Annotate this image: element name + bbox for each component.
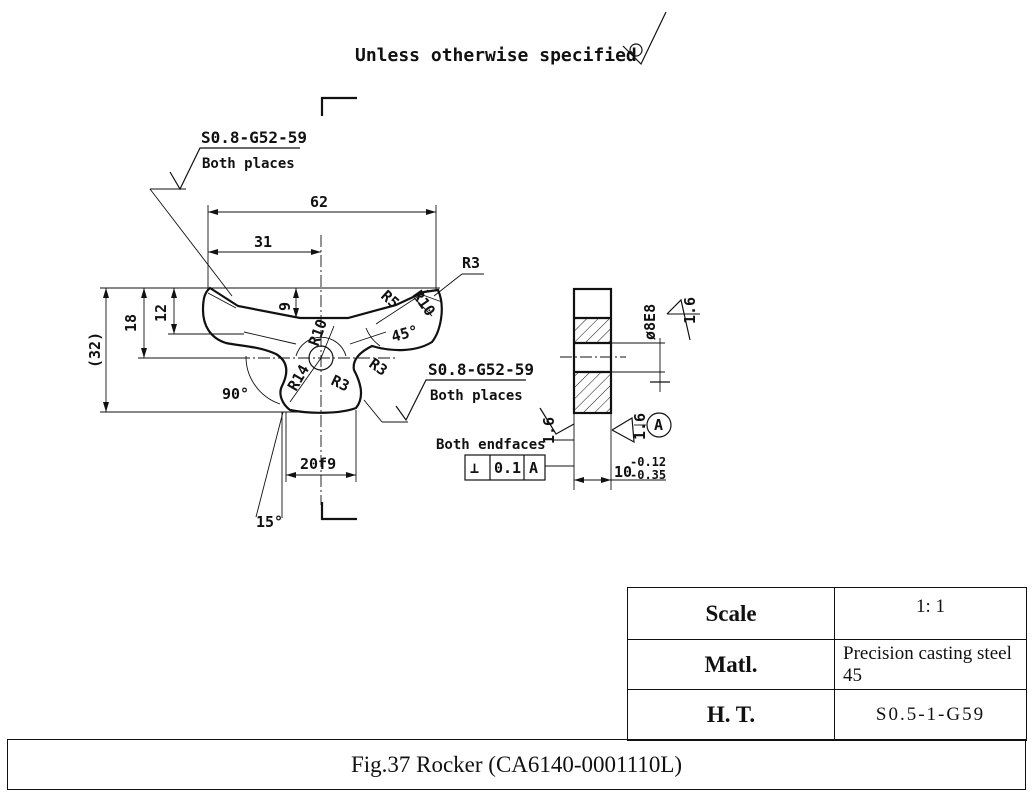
- fcf-symbol: ⊥: [470, 459, 479, 477]
- spec-callout-1-sub: Both places: [202, 156, 295, 172]
- dim-9: 9: [276, 302, 294, 311]
- dim-31: 31: [254, 233, 272, 251]
- dim-r3-top: R3: [462, 254, 480, 272]
- feature-control-frame: ⊥ 0.1 A: [464, 454, 546, 481]
- dim-32-ref: (32): [86, 332, 104, 368]
- dim-r10-right: R10: [409, 287, 439, 320]
- side-view: [560, 287, 626, 415]
- material-value: Precision casting steel 45: [834, 639, 1027, 690]
- dim-angle-45: 45°: [389, 321, 420, 345]
- dim-20f9: 20f9: [300, 455, 336, 473]
- scale-value: 1: 1: [834, 587, 1027, 640]
- heat-treatment-label: H. T.: [627, 689, 835, 741]
- spec-callout-2-sub: Both places: [430, 388, 523, 404]
- dim-thickness-upper: -0.12: [630, 455, 666, 469]
- dim-18: 18: [122, 314, 140, 332]
- figure-caption: Fig.37 Rocker (CA6140-0001110L): [7, 739, 1026, 790]
- datum-a-circle: [646, 412, 672, 438]
- datum-a: A: [654, 416, 663, 434]
- roughness-1-6-top: 1.6: [681, 297, 699, 324]
- dim-62: 62: [310, 193, 328, 211]
- scale-label: Scale: [627, 587, 835, 640]
- dim-angle-90: 90°: [222, 385, 249, 403]
- fcf-datum: A: [529, 459, 538, 477]
- rocker-outline: [201, 286, 443, 414]
- material-label: Matl.: [627, 639, 835, 690]
- general-roughness-symbol: [622, 11, 667, 66]
- roughness-1-6-left: 1.6: [540, 417, 558, 444]
- section-marker-bottom: [320, 502, 357, 521]
- roughness-1-6-right: 1.6: [631, 413, 649, 440]
- dim-r14: R14: [284, 362, 313, 394]
- dim-r3-a: R3: [328, 371, 352, 395]
- general-note: Unless otherwise specified: [355, 45, 637, 66]
- fcf-tolerance: 0.1: [494, 459, 521, 477]
- dim-phi8e8: ø8E8: [641, 304, 659, 340]
- dim-12: 12: [152, 304, 170, 322]
- dim-thickness-lower: -0.35: [630, 468, 666, 482]
- endfaces-note: Both endfaces: [436, 437, 546, 453]
- heat-treatment-value: S0.5-1-G59: [834, 689, 1027, 741]
- dim-angle-15: 15°: [256, 513, 283, 531]
- spec-callout-2: S0.8-G52-59: [428, 360, 534, 379]
- section-marker-top: [320, 96, 357, 116]
- title-block: Scale 1: 1 Matl. Precision casting steel…: [627, 587, 1027, 741]
- dim-thickness: 10: [614, 463, 632, 481]
- spec-callout-1: S0.8-G52-59: [201, 128, 307, 147]
